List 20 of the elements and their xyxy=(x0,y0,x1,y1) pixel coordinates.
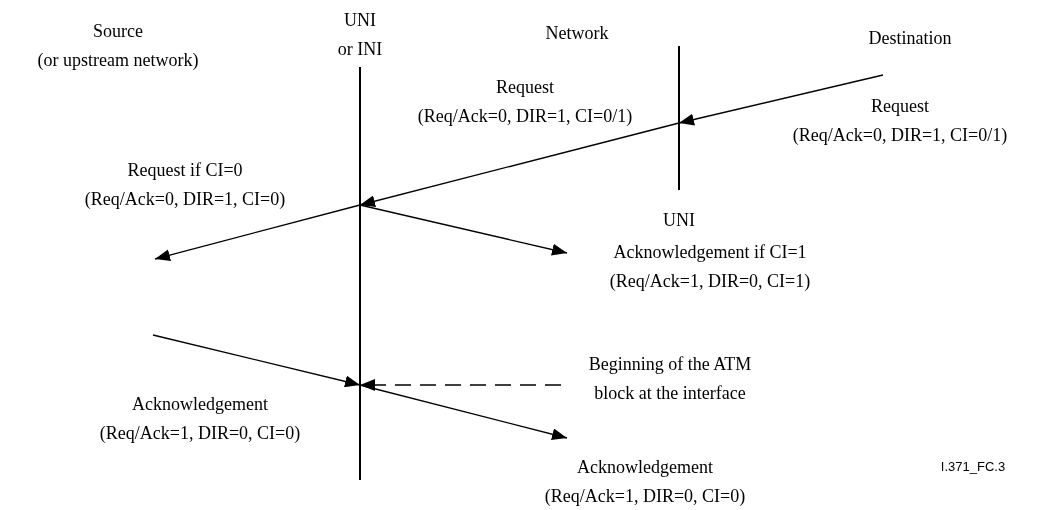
edge-label: Acknowledgement (Req/Ack=1, DIR=0, CI=0) xyxy=(99,393,301,445)
arrow xyxy=(152,334,361,388)
figure-id: I.371_FC.3 xyxy=(940,458,1006,476)
arrow xyxy=(359,204,568,256)
interface-label: UNI xyxy=(663,209,695,232)
column-heading: Source (or upstream network) xyxy=(37,20,199,72)
edge-label: Acknowledgement (Req/Ack=1, DIR=0, CI=0) xyxy=(544,456,746,508)
edge-label: Request (Req/Ack=0, DIR=1, CI=0/1) xyxy=(417,76,633,128)
dashed-arrow xyxy=(359,379,562,391)
edge-label: Request (Req/Ack=0, DIR=1, CI=0/1) xyxy=(792,95,1008,147)
column-heading: Network xyxy=(545,22,609,45)
edge-label: Request if CI=0 (Req/Ack=0, DIR=1, CI=0) xyxy=(84,159,286,211)
arrow xyxy=(678,74,884,126)
edge-label: Acknowledgement if CI=1 (Req/Ack=1, DIR=0, CI=1) xyxy=(609,241,811,293)
arrow xyxy=(359,122,680,208)
arrow xyxy=(154,204,361,261)
note-text: Beginning of the ATM block at the interface xyxy=(588,353,752,405)
column-heading: Destination xyxy=(868,27,952,50)
arrow xyxy=(359,384,568,441)
interface-label: UNI or INI xyxy=(337,9,383,61)
